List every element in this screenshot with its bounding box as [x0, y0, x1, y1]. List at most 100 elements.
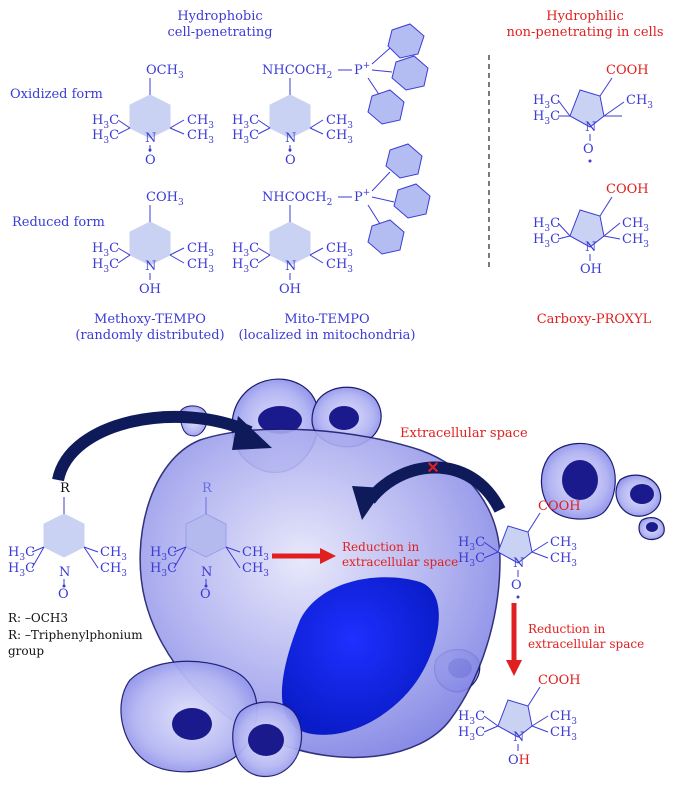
phenyl-ring: [391, 55, 429, 91]
svg-text:N: N: [585, 120, 596, 135]
methoxy-tempo-oxidized: OCH3 H3C H3C CH3 CH3 N O: [92, 63, 214, 168]
phosphorus-atom: P: [354, 63, 363, 78]
o-atom: O: [145, 153, 156, 168]
svg-text:OH: OH: [279, 282, 301, 297]
blocked-arrowhead: [352, 486, 384, 520]
small-cell: [638, 517, 665, 541]
pyrrolidine-ring: [569, 89, 605, 128]
svg-text:H3C: H3C: [533, 216, 560, 234]
svg-text:N: N: [585, 240, 596, 255]
svg-text:O: O: [285, 153, 296, 168]
svg-text:CH3: CH3: [187, 241, 214, 259]
nucleus: [172, 708, 212, 740]
reduction-label-2a: Reduction in: [528, 622, 606, 636]
svg-text:CH3: CH3: [326, 128, 353, 146]
phenyl-ring: [387, 23, 425, 59]
reduced-form-label: Reduced form: [12, 215, 105, 230]
svg-text:P+: P+: [354, 188, 370, 205]
mito-tempo-desc: (localized in mitochondria): [239, 328, 416, 343]
small-cell: [615, 474, 662, 517]
extracellular-space-label: Extracellular space: [400, 426, 528, 441]
phenyl-ring: [367, 89, 405, 125]
svg-text:CH3: CH3: [242, 561, 269, 579]
svg-text:CH3: CH3: [622, 216, 649, 234]
mito-tempo-oxidized: NHCOCH2 P+ H3C H3C CH3 CH3 N O: [232, 23, 429, 168]
svg-text:H3C: H3C: [232, 128, 259, 146]
svg-text:CH3: CH3: [550, 535, 577, 553]
svg-text:OH: OH: [580, 262, 602, 277]
svg-text:O: O: [200, 587, 211, 602]
svg-text:H3C: H3C: [232, 113, 259, 131]
svg-text:H3C: H3C: [92, 241, 119, 259]
svg-text:N: N: [201, 565, 212, 580]
coh3-label: COH: [146, 190, 178, 205]
r-definition-och3: R: –OCH3: [8, 611, 68, 625]
svg-text:H3C: H3C: [458, 535, 485, 553]
svg-text:H3C: H3C: [8, 561, 35, 579]
nucleus: [281, 577, 439, 735]
svg-text:N: N: [59, 565, 70, 580]
svg-text:CH3: CH3: [187, 113, 214, 131]
carboxy-proxyl-name: Carboxy-PROXYL: [537, 312, 652, 327]
svg-text:H3C: H3C: [92, 257, 119, 275]
svg-text:H3C: H3C: [150, 561, 177, 579]
svg-text:R: R: [202, 481, 213, 496]
entry-arrowhead: [232, 416, 272, 450]
svg-text:H3C: H3C: [8, 545, 35, 563]
svg-text:CH3: CH3: [242, 545, 269, 563]
svg-text:CH3: CH3: [326, 241, 353, 259]
methoxy-tempo-desc: (randomly distributed): [75, 328, 224, 343]
svg-text:OH: OH: [508, 753, 530, 768]
svg-text:H3C: H3C: [458, 551, 485, 569]
oxidized-form-label: Oxidized form: [10, 87, 103, 102]
methoxy-tempo-name: Methoxy-TEMPO: [94, 312, 206, 327]
svg-text:CH3: CH3: [622, 232, 649, 250]
svg-text:N: N: [285, 259, 296, 274]
r-group-label: R: [60, 481, 71, 496]
hydrophilic-sub-label: non-penetrating in cells: [506, 25, 663, 40]
r-tempo-outside: R H3C H3C CH3 CH3 N O: [8, 481, 127, 602]
svg-text:COOH: COOH: [538, 673, 581, 688]
svg-text:N: N: [513, 730, 524, 745]
svg-text:CH3: CH3: [326, 257, 353, 275]
svg-text:H3C: H3C: [533, 93, 560, 111]
reduction-label-2b: extracellular space: [528, 637, 644, 651]
hydrophilic-label: Hydrophilic: [546, 9, 624, 24]
svg-text:CH3: CH3: [550, 709, 577, 727]
cooh-label: COOH: [606, 63, 649, 78]
hydrophobic-sub-label: cell-penetrating: [167, 25, 272, 40]
svg-text:CH3: CH3: [550, 551, 577, 569]
svg-text:COOH: COOH: [538, 499, 581, 514]
small-cell: [120, 660, 258, 773]
svg-text:O: O: [58, 587, 69, 602]
svg-text:O: O: [583, 142, 594, 157]
pyrrolidine-ring: [569, 209, 605, 248]
small-cell: [232, 701, 303, 778]
hydrophobic-label: Hydrophobic: [177, 9, 262, 24]
methoxy-tempo-reduced: COH3 H3C H3C CH3 CH3 N OH: [92, 190, 214, 297]
r-tempo-inside: R H3C H3C CH3 CH3 N O: [150, 481, 269, 602]
nucleus: [258, 406, 302, 434]
svg-text:CH3: CH3: [626, 93, 653, 111]
svg-text:COOH: COOH: [606, 182, 649, 197]
svg-text:NHCOCH2: NHCOCH2: [262, 190, 332, 208]
piperidine-ring: [129, 221, 171, 266]
r-definition-triphenyl: R: –Triphenylphonium: [8, 628, 143, 642]
carboxy-proxyl-reduced-outside: COOH H3C H3C CH3 CH3 N OH: [458, 673, 581, 768]
n-atom: N: [145, 131, 156, 146]
nucleus: [562, 460, 598, 500]
block-cross: ✕: [426, 458, 439, 477]
radical-dot: [148, 148, 152, 152]
small-cell: [540, 442, 616, 520]
svg-text:H3C: H3C: [92, 113, 119, 131]
svg-text:OCH3: OCH3: [146, 63, 184, 81]
svg-text:CH3: CH3: [100, 545, 127, 563]
svg-text:N: N: [513, 556, 524, 571]
hydrogen-atom: H: [519, 753, 530, 768]
carboxy-proxyl-oxidized: COOH H3C H3C CH3 N O: [533, 63, 653, 163]
och3-label: OCH: [146, 63, 178, 78]
svg-text:H3C: H3C: [232, 241, 259, 259]
svg-text:CH3: CH3: [187, 128, 214, 146]
svg-text:H3C: H3C: [533, 109, 560, 127]
